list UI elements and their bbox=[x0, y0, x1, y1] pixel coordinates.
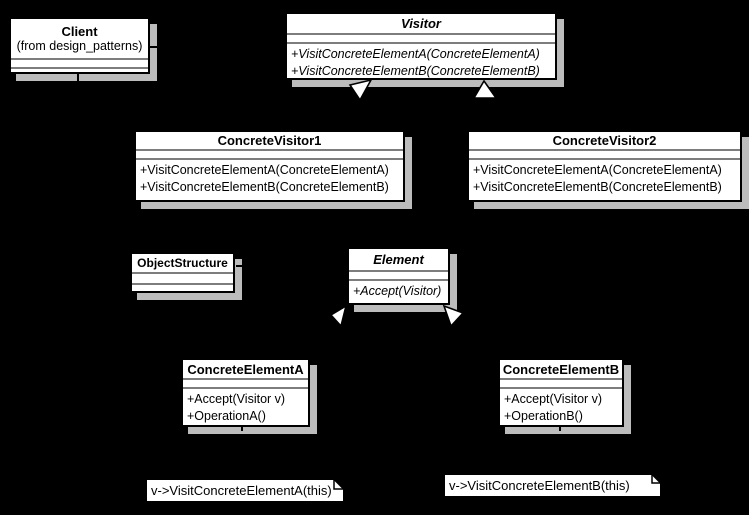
attributes-compartment bbox=[349, 270, 448, 279]
methods-compartment: +VisitConcreteElementA(ConcreteElementA)… bbox=[136, 158, 403, 200]
method: +VisitConcreteElementB(ConcreteElementB) bbox=[473, 180, 722, 194]
class-box-concrete-element-a: ConcreteElementA +Accept(Visitor v) +Ope… bbox=[181, 358, 310, 427]
class-name: ObjectStructure bbox=[137, 255, 228, 270]
generalization-arrowhead-visitor-right bbox=[472, 79, 498, 99]
method: +VisitConcreteElementA(ConcreteElementA) bbox=[140, 163, 389, 177]
generalization-concretevisitor1-visitor bbox=[268, 91, 362, 131]
class-box-element: Element +Accept(Visitor) bbox=[347, 247, 450, 305]
method: +Accept(Visitor v) bbox=[504, 392, 603, 406]
class-box-concrete-visitor1: ConcreteVisitor1 +VisitConcreteElementA(… bbox=[134, 130, 405, 202]
class-name: Element bbox=[373, 252, 424, 267]
method: +Accept(Visitor) bbox=[353, 284, 442, 298]
class-box-concrete-visitor2: ConcreteVisitor2 +VisitConcreteElementA(… bbox=[467, 130, 742, 202]
class-box-visitor: Visitor +VisitConcreteElementA(ConcreteE… bbox=[285, 12, 557, 80]
note-fold-icon bbox=[651, 474, 661, 484]
attributes-compartment bbox=[132, 272, 233, 283]
class-name: Visitor bbox=[401, 16, 441, 31]
method: +VisitConcreteElementA(ConcreteElementA) bbox=[473, 163, 722, 177]
class-box-concrete-element-b: ConcreteElementB +Accept(Visitor v) +Ope… bbox=[498, 358, 624, 427]
attributes-compartment bbox=[500, 378, 622, 387]
note-fold-icon bbox=[333, 479, 344, 490]
methods-compartment bbox=[11, 67, 148, 72]
note-text-b: v->VisitConcreteElementB(this) bbox=[449, 478, 630, 493]
generalization-arrowhead-element-right bbox=[442, 304, 465, 328]
methods-compartment: +Accept(Visitor v) +OperationA() bbox=[183, 387, 308, 425]
attributes-compartment bbox=[136, 149, 403, 158]
generalization-concreteelementb-element bbox=[451, 317, 561, 359]
note-text-a: v->VisitConcreteElementA(this) bbox=[151, 483, 332, 498]
generalization-arrowhead-element-left bbox=[329, 304, 348, 328]
method: +VisitConcreteElementB(ConcreteElementB) bbox=[291, 64, 540, 78]
methods-compartment: +Accept(Visitor v) +OperationB() bbox=[500, 387, 622, 425]
method: +OperationA() bbox=[187, 409, 266, 423]
class-title-client: Client (from design_patterns) bbox=[11, 19, 148, 58]
association-client-objectstructure bbox=[77, 74, 132, 268]
attributes-compartment bbox=[11, 58, 148, 67]
methods-compartment: +VisitConcreteElementA(ConcreteElementA)… bbox=[287, 42, 555, 80]
class-box-object-structure: ObjectStructure bbox=[130, 252, 235, 293]
attributes-compartment bbox=[183, 378, 308, 387]
class-name: ConcreteVisitor2 bbox=[552, 133, 657, 148]
generalization-concretevisitor2-visitor bbox=[483, 92, 605, 131]
class-name: Client bbox=[61, 23, 98, 39]
attributes-compartment bbox=[287, 33, 555, 42]
methods-compartment: +VisitConcreteElementA(ConcreteElementA)… bbox=[469, 158, 740, 200]
methods-compartment bbox=[132, 283, 233, 291]
method: +VisitConcreteElementB(ConcreteElementB) bbox=[140, 180, 389, 194]
class-box-client: Client (from design_patterns) bbox=[9, 17, 150, 74]
class-name: ConcreteElementB bbox=[502, 361, 620, 377]
generalization-concreteelementa-element bbox=[249, 316, 340, 359]
method: +VisitConcreteElementA(ConcreteElementA) bbox=[291, 47, 540, 61]
generalization-arrowhead-visitor-left bbox=[348, 78, 373, 102]
class-name: ConcreteVisitor1 bbox=[217, 133, 322, 148]
class-name: ConcreteElementA bbox=[187, 361, 304, 377]
methods-compartment: +Accept(Visitor) bbox=[349, 279, 448, 303]
method: +OperationB() bbox=[504, 409, 583, 423]
attributes-compartment bbox=[469, 149, 740, 158]
class-package: (from design_patterns) bbox=[16, 38, 143, 53]
method: +Accept(Visitor v) bbox=[187, 392, 286, 406]
